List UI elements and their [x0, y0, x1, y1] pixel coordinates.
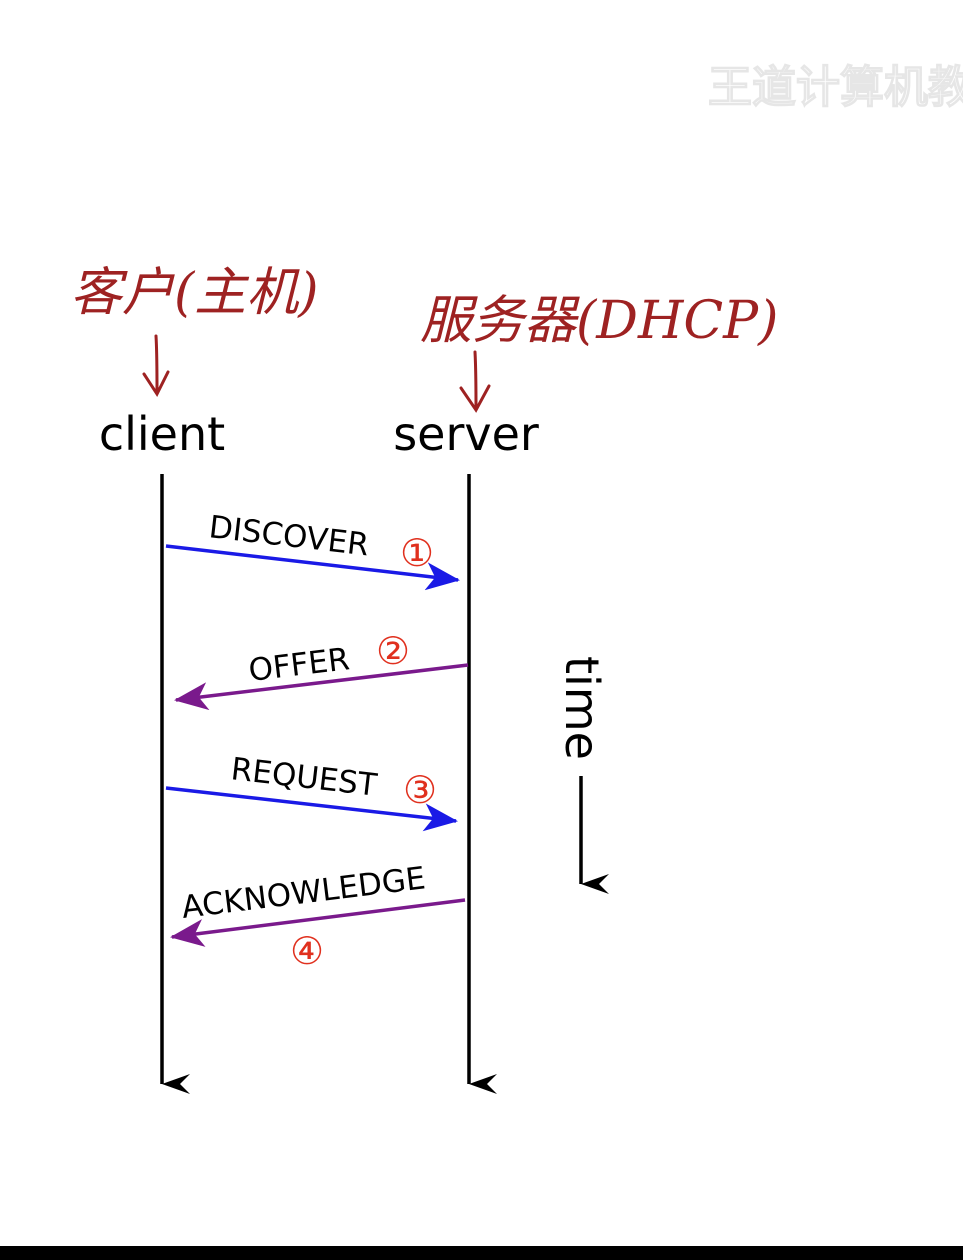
client-label: client [99, 407, 225, 461]
time-label: time [555, 656, 609, 760]
offer-arrow [174, 663, 469, 711]
discover-step-number: ① [400, 531, 434, 575]
server-note-arrow [459, 350, 491, 413]
request-step-number: ③ [403, 768, 437, 812]
server-handwritten-note: 服务器(DHCP) [420, 291, 778, 351]
server-label: server [393, 407, 539, 461]
watermark-text: 王道计算机教 [708, 62, 963, 113]
request-arrow [165, 786, 458, 832]
client-note-arrow [142, 334, 170, 398]
discover-arrow [165, 544, 460, 591]
acknowledge-step-number: ④ [290, 929, 324, 973]
bottom-bar [0, 1246, 963, 1260]
client-handwritten-note: 客户(主机) [70, 263, 319, 323]
acknowledge-arrow [170, 898, 466, 947]
acknowledge-label: ACKNOWLEDGE [180, 860, 428, 926]
offer-step-number: ② [376, 629, 410, 673]
